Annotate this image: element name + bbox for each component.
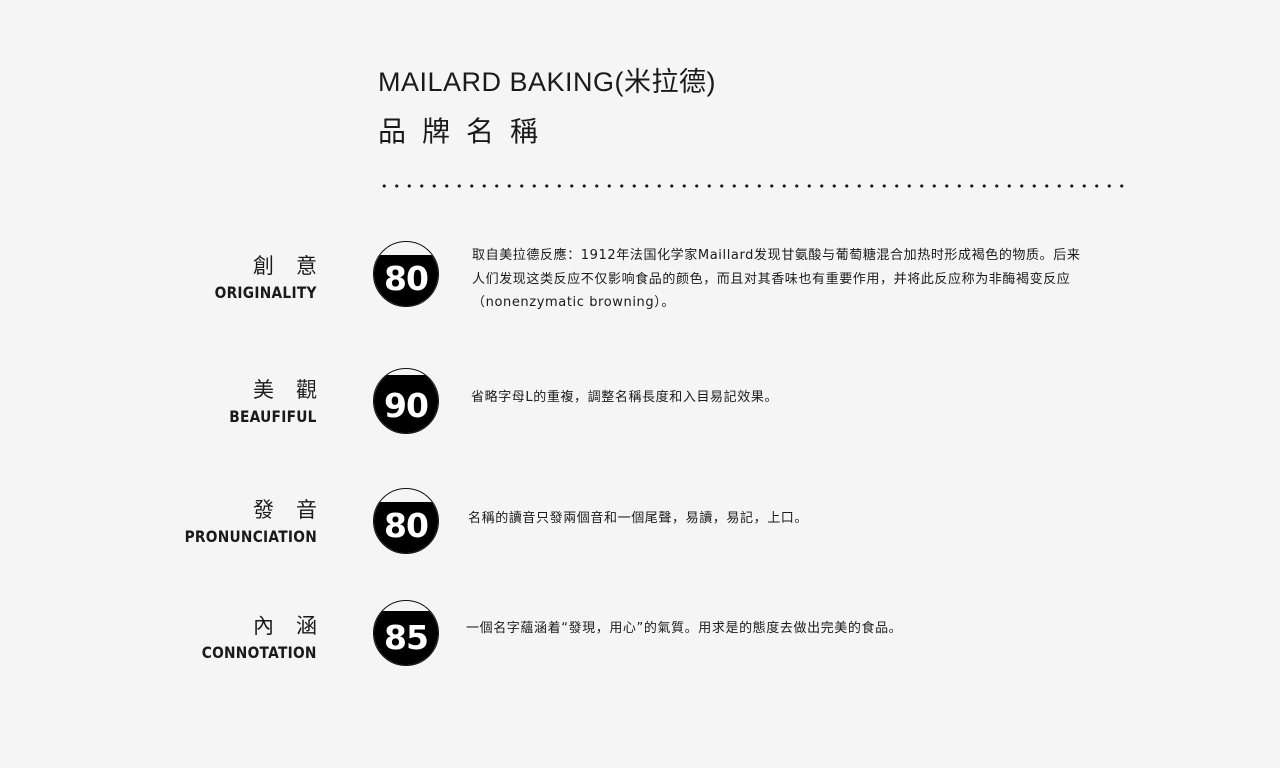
description-line: （nonenzymatic browning）。: [472, 295, 675, 310]
criteria-description: 取自美拉德反應：1912年法国化学家Maillard发现甘氨酸与葡萄糖混合加热时…: [472, 244, 1080, 315]
criteria-label-zh: 內涵: [253, 614, 339, 638]
description-line: 取自美拉德反應：1912年法国化学家Maillard发现甘氨酸与葡萄糖混合加热时…: [472, 248, 1081, 263]
description-line: 人们发现这类反应不仅影响食品的颜色，而且对其香味也有重要作用，并将此反应称为非酶…: [472, 271, 1071, 287]
score-fill: [374, 610, 438, 665]
score-badge: 80: [373, 488, 439, 554]
criteria-label-en: ORIGINALITY: [214, 283, 317, 302]
description-line: 省略字母L的重複，調整名稱長度和入目易記效果。: [471, 390, 779, 405]
criteria-description: 一個名字蘊涵着“發現，用心”的氣質。用求是的態度去做出完美的食品。: [466, 617, 902, 641]
criteria-description: 名稱的讀音只發兩個音和一個尾聲，易讀，易記，上口。: [468, 507, 808, 531]
criteria-row-pronunciation: 發音 PRONUNCIATION: [0, 494, 1280, 574]
criteria-label-en: BEAUFIFUL: [229, 407, 317, 426]
brand-title-en: MAILARD BAKING(米拉德): [378, 67, 717, 97]
criteria-row-beauty: 美觀 BEAUFIFUL: [0, 374, 1280, 454]
criteria-row-originality: 創意 ORIGINALITY: [0, 250, 1280, 330]
description-line: 名稱的讀音只發兩個音和一個尾聲，易讀，易記，上口。: [468, 511, 809, 526]
criteria-row-connotation: 內涵 CONNOTATION: [0, 610, 1280, 690]
score-fill: [374, 501, 438, 553]
score-value: 80: [384, 259, 429, 299]
score-fill: [374, 375, 438, 433]
brand-title-zh: 品牌名稱: [378, 115, 555, 148]
score-fill: [374, 254, 438, 306]
score-badge: 85: [373, 600, 439, 666]
criteria-label-en: PRONUNCIATION: [184, 527, 317, 546]
description-line: 一個名字蘊涵着“發現，用心”的氣質。用求是的態度去做出完美的食品。: [466, 621, 903, 636]
score-value: 85: [384, 618, 429, 658]
criteria-label-zh: 創意: [253, 254, 339, 278]
criteria-label-en: CONNOTATION: [202, 643, 317, 662]
criteria-label-zh: 美觀: [253, 378, 339, 402]
criteria-description: 省略字母L的重複，調整名稱長度和入目易記效果。: [471, 386, 778, 410]
criteria-label-zh: 發音: [253, 498, 339, 522]
dotted-divider: [378, 184, 1130, 188]
score-badge: 80: [373, 241, 439, 307]
score-value: 80: [384, 506, 429, 546]
score-badge: 90: [373, 368, 439, 434]
score-value: 90: [384, 386, 429, 426]
